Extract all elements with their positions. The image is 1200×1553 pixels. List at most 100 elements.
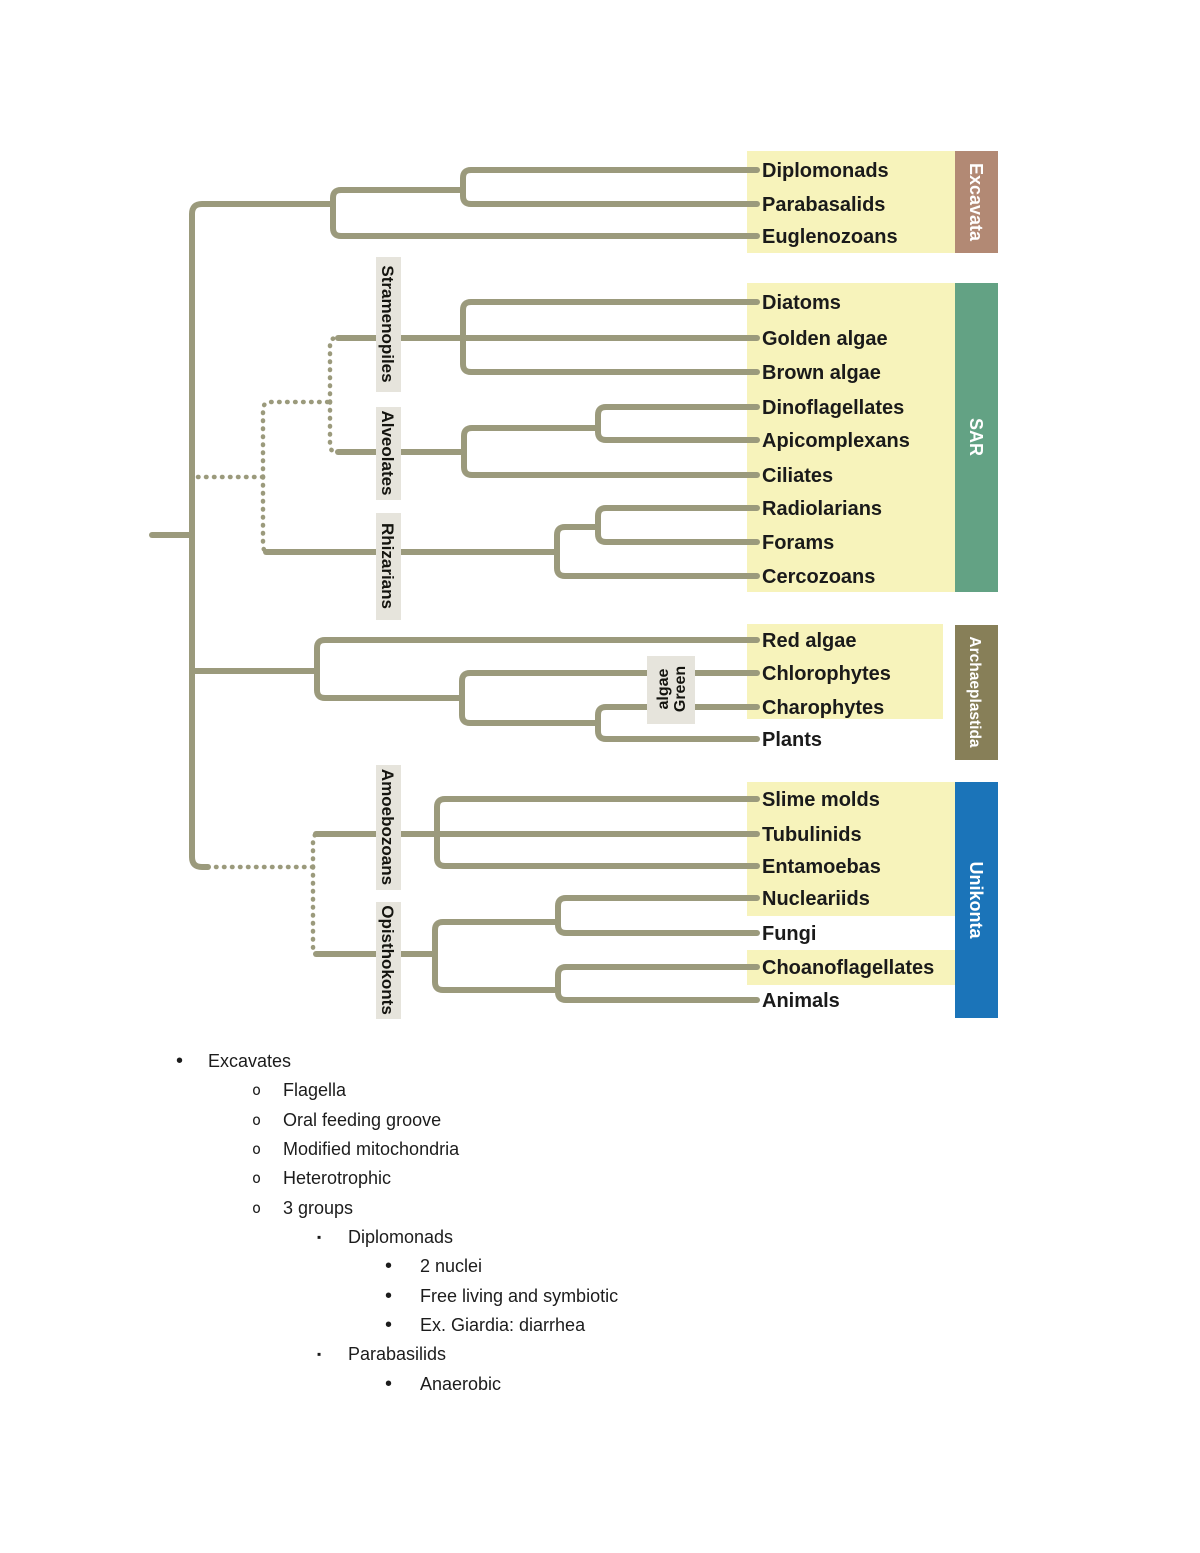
note-text: Diplomonads [348,1226,454,1247]
unikonta-leaf-box [747,782,955,916]
supergroup-bar-archaeplastida [955,625,998,760]
green-algae-label: algae [655,668,672,709]
supergroup-bar-excavata [955,151,998,253]
clade-label-box [376,513,401,620]
amoebozoans-clade [434,796,760,869]
stramenopiles-clade [460,299,760,375]
note-row: o Flagella [0,1076,1200,1105]
sar-dotted-down [260,474,271,555]
green-algae-label: Green [672,666,689,712]
bullet-icon: ▪ [317,1347,322,1362]
archaeplastida-clade-1 [314,637,760,701]
green-algae-label-box [647,656,695,724]
taxon-label: Parabasalids [762,194,885,216]
bullet-icon: • [385,1255,393,1278]
note-text: 2 nuclei [420,1256,483,1277]
note-row: •Excavates [0,1047,1200,1076]
bullet-icon: • [385,1313,393,1336]
taxon-label: Animals [762,990,840,1012]
unikonta-dotted-up [310,831,321,870]
taxon-label: Brown algae [762,362,881,384]
taxon-label: Dinoflagellates [762,397,904,419]
sar-dotted-alveolates [327,399,339,455]
clade-label: Alveolates [378,410,397,495]
note-row: • Ex. Giardia: diarrhea [0,1311,1200,1340]
note-row: ▪ Diplomonads [0,1223,1200,1252]
clade-label: Stramenopiles [378,265,397,382]
archaeplastida-leaf-box [747,624,943,719]
note-text: Oral feeding groove [283,1109,442,1130]
taxon-label: Euglenozoans [762,226,898,248]
note-text: Excavates [208,1051,292,1071]
supergroup-bar-unikonta [955,782,998,1018]
supergroup-label: SAR [966,418,986,456]
clade-label-box [376,902,401,1019]
bullet-icon: o [252,1198,262,1217]
note-row: o Heterotrophic [0,1164,1200,1193]
taxon-label: Tubulinids [762,824,862,846]
taxon-label: Plants [762,729,822,751]
excavata-branch-outer [330,187,760,239]
note-text: Parabasilids [348,1344,447,1365]
bullet-icon: o [252,1081,262,1100]
taxon-label: Chlorophytes [762,663,891,685]
note-text: Heterotrophic [283,1168,392,1189]
opisthokonts-clade [432,919,561,993]
excavata-leaf-box [747,151,955,253]
opisthokonts-clade-upper [555,895,760,936]
clade-label: Amoebozoans [378,769,397,885]
taxon-label: Charophytes [762,697,884,719]
opisthokonts-clade-lower [555,964,760,1003]
taxon-label: Diplomonads [762,160,889,182]
sar-leaf-box [747,283,955,592]
taxon-label: Red algae [762,630,856,652]
taxon-label: Forams [762,532,834,554]
note-text: Modified mitochondria [283,1138,460,1159]
taxon-label: Radiolarians [762,498,882,520]
note-text: Ex. Giardia: diarrhea [420,1314,586,1335]
bullet-icon: o [252,1110,262,1129]
archaeplastida-clade-2 [459,670,760,726]
note-text: Anaerobic [420,1373,502,1394]
rhizarians-clade-inner [595,505,760,545]
note-text: Flagella [283,1080,347,1101]
taxon-label: Golden algae [762,328,888,350]
unikonta-dotted-down [310,864,321,957]
clade-label-box [376,765,401,890]
taxon-label: Diatoms [762,292,841,314]
archaeplastida-clade-3 [595,704,760,742]
supergroup-label: Unikonta [966,861,986,939]
clade-label-box [376,407,401,500]
supergroup-bar-sar [955,283,998,592]
note-text: Free living and symbiotic [420,1285,619,1306]
bullet-icon: • [385,1284,393,1307]
bullet-icon: o [252,1169,262,1188]
taxon-label: Slime molds [762,789,880,811]
alveolates-clade-inner [595,404,760,443]
alveolates-clade [461,425,760,478]
choanoflagellates-leaf-box [747,950,958,985]
note-row: o 3 groups [0,1194,1200,1223]
note-row: ▪ Parabasilids [0,1340,1200,1369]
excavata-branch-inner [460,167,760,207]
supergroup-label: Excavata [966,163,986,242]
sar-dotted-stramenopiles [327,335,339,405]
sar-dotted-up [260,399,333,480]
clade-label: Opisthokonts [378,905,397,1015]
bullet-icon: ▪ [317,1229,322,1244]
rhizarians-clade [554,524,760,579]
taxon-label: Apicomplexans [762,430,910,452]
phylogeny-figure: Stramenopiles Alveolates Rhizarians Amoe… [149,151,998,1019]
note-row: • Free living and symbiotic [0,1282,1200,1311]
note-row: • Anaerobic [0,1370,1200,1399]
taxon-label: Entamoebas [762,856,881,878]
taxon-label: Fungi [762,923,816,945]
note-row: • 2 nuclei [0,1252,1200,1281]
note-text: 3 groups [283,1197,354,1218]
taxon-label: Cercozoans [762,566,875,588]
supergroup-label: Archaeplastida [966,636,983,748]
bullet-icon: • [385,1372,393,1395]
